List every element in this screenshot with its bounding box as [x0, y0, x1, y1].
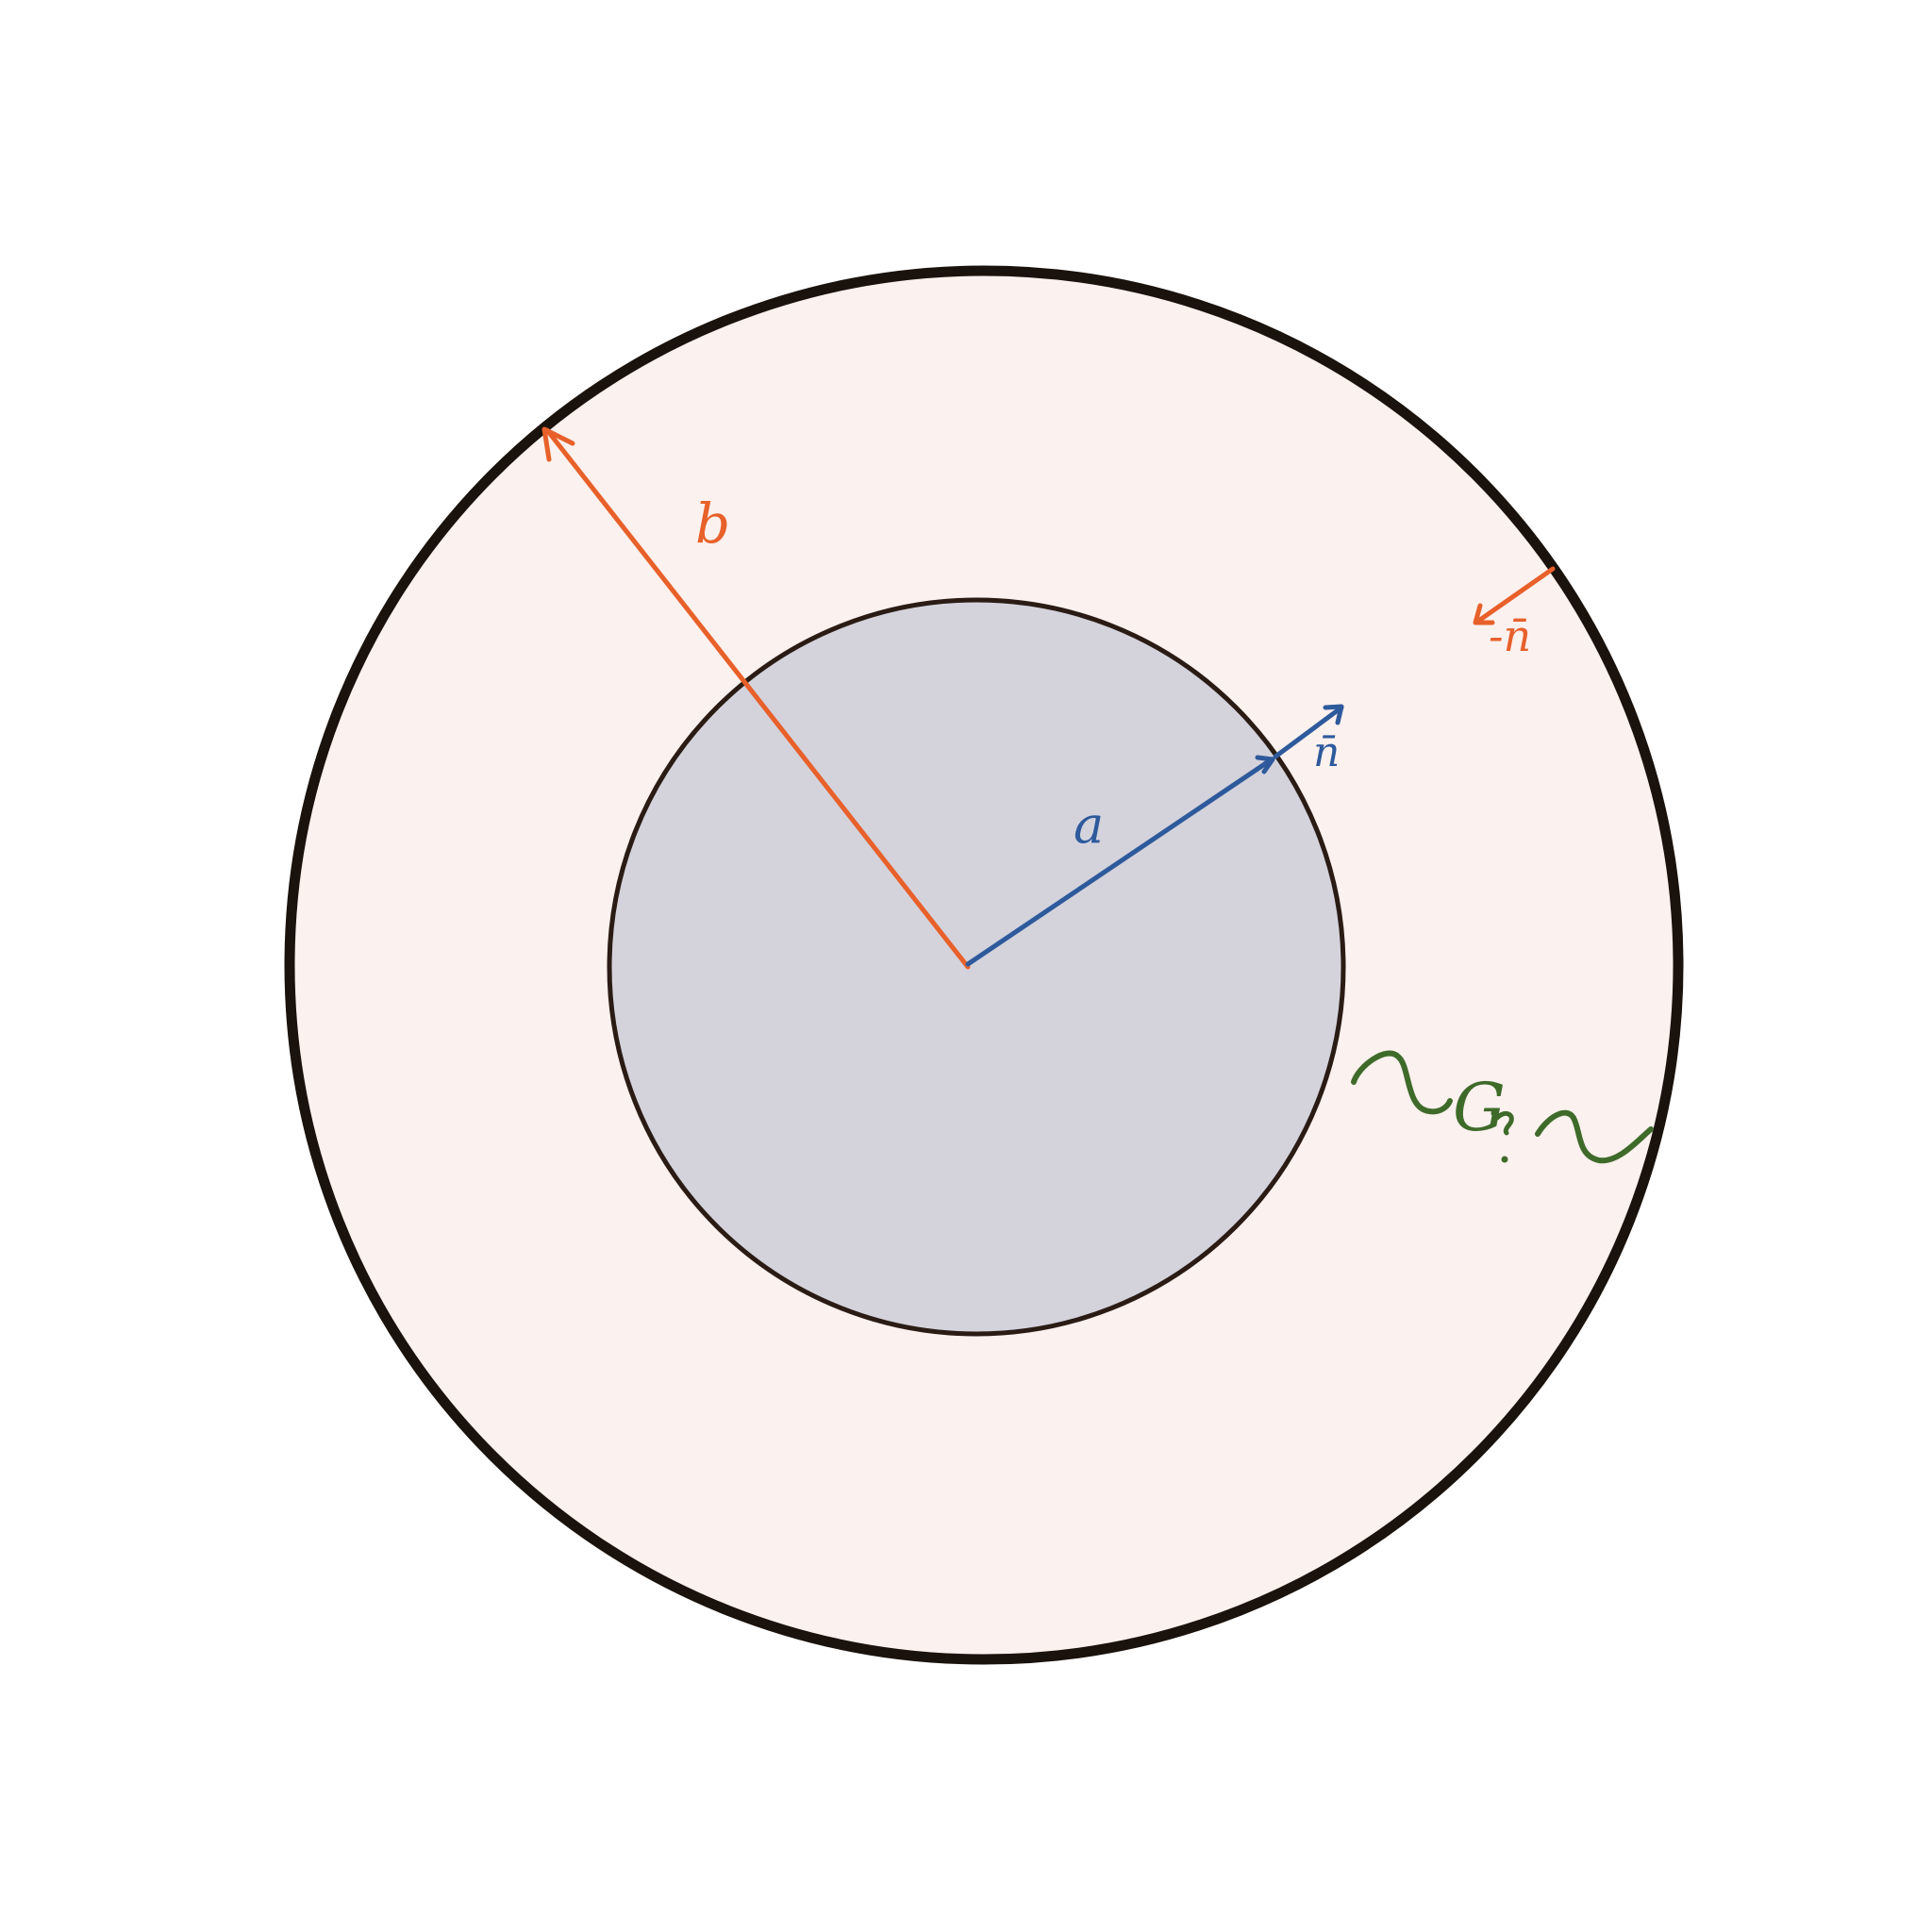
outer-radius-label: b: [695, 491, 730, 556]
outer-radius-line: [544, 427, 971, 970]
outer-radius-arrowhead: [541, 426, 575, 462]
outer-normal-label: -n̄: [1489, 610, 1531, 661]
green-dot-lower: [1501, 1156, 1508, 1163]
green-subscript-mark: [1494, 1110, 1514, 1136]
outer-normal-arrowhead: [1473, 603, 1495, 625]
inner-circle: [607, 597, 1346, 1337]
inner-radius-label: a: [1074, 795, 1104, 855]
green-dot-upper: [1491, 1109, 1498, 1117]
green-squiggle-right: [1535, 1109, 1654, 1164]
inner-normal-arrow: [1273, 705, 1344, 759]
inner-radius-arrowhead: [1255, 755, 1275, 774]
green-squiggle-left: [1351, 1050, 1453, 1115]
inner-radius-line: [965, 757, 1274, 967]
inner-normal-label: n̄: [1313, 728, 1340, 776]
outer-normal-arrow: [1474, 566, 1556, 625]
inner-normal-arrowhead: [1323, 704, 1344, 725]
green-label: G: [1453, 1069, 1506, 1146]
